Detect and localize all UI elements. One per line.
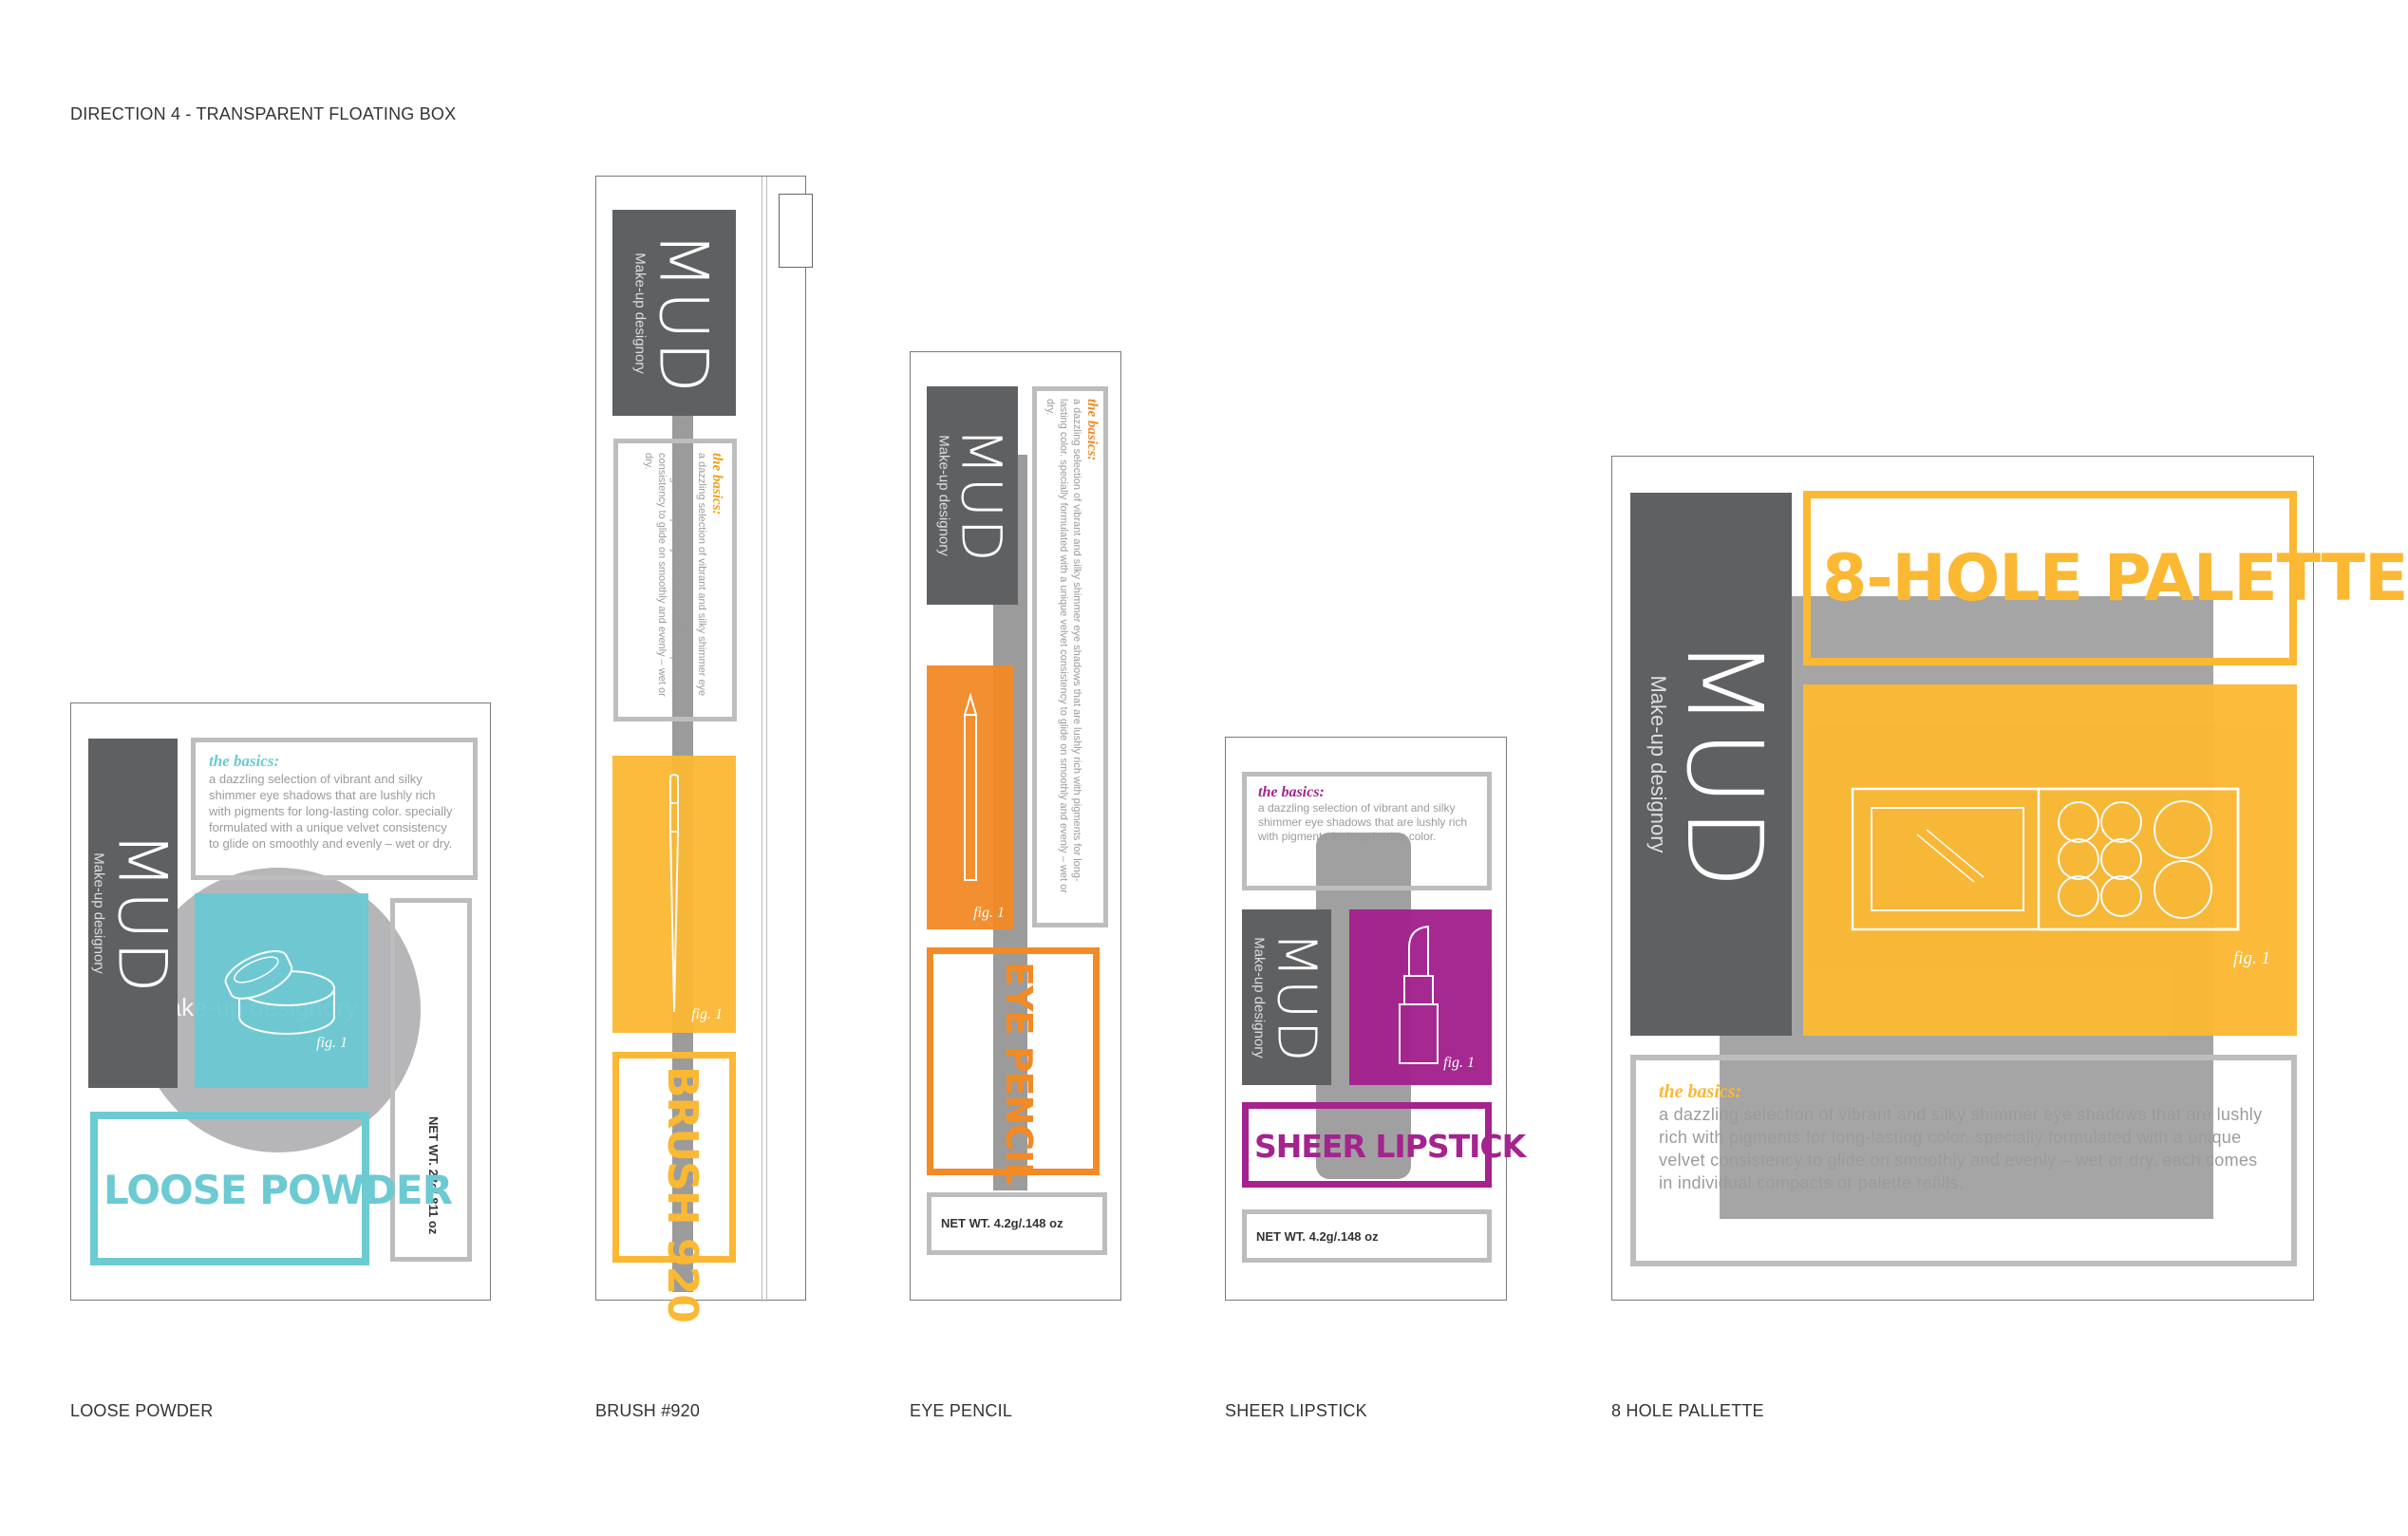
product-name-box: EYE PENCIL — [927, 947, 1100, 1185]
product-name-box: BRUSH 920 — [612, 1052, 736, 1322]
basics-box: the basics: a dazzling selection of vibr… — [1032, 386, 1108, 927]
basics-heading: the basics: — [1258, 784, 1325, 800]
basics-heading: the basics: — [1659, 1081, 1742, 1102]
page-title: DIRECTION 4 - TRANSPARENT FLOATING BOX — [70, 104, 457, 123]
basics-text: a dazzling selection of vibrant and silk… — [1659, 1105, 2263, 1192]
fig-label: fig. 1 — [2232, 948, 2270, 968]
basics-heading: the basics: — [209, 752, 280, 770]
logo-mark: MUD — [1664, 637, 1785, 891]
lipstick-icon — [1399, 925, 1439, 1064]
basics-text: a dazzling selection of vibrant and silk… — [209, 772, 453, 851]
zip-strip — [762, 177, 767, 1302]
logo-mark: MUD — [949, 427, 1014, 564]
fig-label: fig. 1 — [1443, 1055, 1475, 1071]
net-weight: NET WT. 4.2g/.148 oz — [941, 1216, 1063, 1230]
product-name: LOOSE POWDER — [103, 1167, 453, 1213]
logo-tagline: Make-up designory — [1646, 675, 1670, 853]
logo-tagline: Make-up designory — [1251, 936, 1268, 1058]
product-figure: fig. 1 — [1803, 684, 2297, 1036]
product-figure: fig. 1 — [927, 665, 1014, 929]
zip-pull-tab[interactable] — [779, 194, 813, 268]
basics-heading: the basics: — [709, 453, 724, 515]
product-name: SHEER LIPSTICK — [1254, 1128, 1526, 1165]
palette-icon — [1851, 787, 2240, 931]
product-figure: fig. 1 — [612, 756, 736, 1033]
caption-loose-powder: LOOSE POWDER — [70, 1401, 214, 1420]
net-weight-box: NET WT. 23g/.811 oz — [390, 898, 472, 1262]
product-name-box: LOOSE POWDER — [90, 1112, 453, 1265]
product-name-box: SHEER LIPSTICK — [1242, 1102, 1526, 1188]
logo-mark: MUD — [644, 231, 723, 395]
product-name-box: 8-HOLE PALETTE — [1803, 491, 2408, 665]
package-sheer-lipstick: the basics: a dazzling selection of vibr… — [1225, 737, 1526, 1301]
logo-tagline: Make-up designory — [631, 252, 649, 374]
caption-eye-pencil: EYE PENCIL — [910, 1401, 1013, 1420]
basics-vertical: the basics: a dazzling selection of vibr… — [1044, 399, 1100, 911]
powder-jar-icon — [224, 949, 335, 1035]
product-name: EYE PENCIL — [998, 962, 1040, 1185]
net-weight-box: NET WT. 4.2g/.148 oz — [1242, 1209, 1492, 1263]
net-weight: NET WT. 4.2g/.148 oz — [1256, 1229, 1379, 1244]
logo-mark: MUD — [103, 832, 181, 995]
basics-box: the basics: a dazzling selection of vibr… — [191, 738, 478, 880]
basics-vertical: the basics: a dazzling selection of vibr… — [642, 453, 724, 709]
product-figure: fig. 1 — [1349, 909, 1492, 1085]
basics-box: the basics: a dazzling selection of vibr… — [1242, 772, 1492, 890]
caption-sheer-lipstick: SHEER LIPSTICK — [1225, 1401, 1367, 1420]
caption-8-hole-palette: 8 HOLE PALLETTE — [1611, 1401, 1764, 1420]
fig-label: fig. 1 — [316, 1035, 348, 1051]
brush-icon — [669, 774, 679, 1013]
basics-text: a dazzling selection of vibrant and silk… — [1044, 399, 1082, 893]
basics-box: the basics: a dazzling selection of vibr… — [613, 439, 737, 721]
product-figure: fig. 1 — [195, 893, 368, 1088]
basics-text: a dazzling selection of vibrant and silk… — [1258, 801, 1468, 843]
pencil-icon — [964, 692, 977, 881]
basics-box: the basics: a dazzling selection of vibr… — [1630, 1055, 2297, 1266]
logo-tagline: Make-up designory — [90, 852, 107, 974]
product-name: 8-HOLE PALETTE — [1822, 541, 2408, 616]
basics-text: a dazzling selection of vibrant and silk… — [643, 453, 707, 702]
product-name: BRUSH 920 — [658, 1066, 706, 1322]
logo-tagline: Make-up designory — [935, 435, 952, 556]
logo-mark: MUD — [1265, 931, 1327, 1063]
fig-label: fig. 1 — [973, 905, 1005, 921]
basics-heading: the basics: — [1084, 399, 1100, 461]
caption-brush: BRUSH #920 — [595, 1401, 701, 1420]
net-weight-box: NET WT. 4.2g/.148 oz — [927, 1192, 1107, 1255]
fig-label: fig. 1 — [691, 1006, 723, 1022]
